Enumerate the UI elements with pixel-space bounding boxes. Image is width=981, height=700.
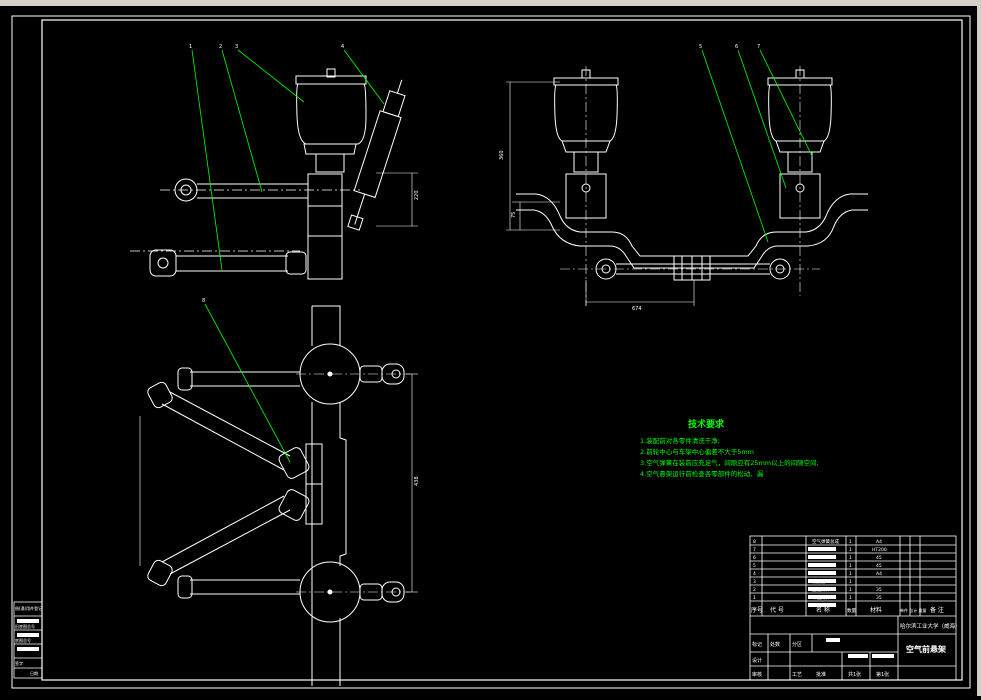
lbl-zone: 分区	[792, 641, 802, 648]
lower-rod-eye	[149, 249, 177, 277]
part-label-8: 8	[202, 298, 205, 304]
part-label-7: 7	[757, 44, 760, 50]
lbl-process: 工艺	[792, 672, 802, 678]
row-name-8: 空气弹簧总成	[812, 538, 839, 545]
side-sign: 签字	[15, 660, 23, 666]
lbl-count: 处数	[770, 641, 780, 648]
top-leader-8	[204, 303, 291, 463]
front-leaders	[191, 49, 385, 271]
hdr-code: 代 号	[770, 606, 784, 614]
lbl-design: 设计	[752, 657, 762, 664]
bottom-labels: 标记 处数 分区 设计 审核 工艺 批准 共1张 第1张	[752, 641, 889, 678]
row-mat-1: 35	[876, 595, 882, 601]
hdr-weight: 单件 总计 重量	[900, 607, 927, 613]
row-mat-7: HT200	[872, 547, 887, 553]
row-qty-4: 1	[849, 571, 852, 577]
row-no-4: 4	[753, 571, 756, 577]
front-view	[130, 68, 418, 280]
side-date: 日期	[30, 670, 38, 676]
spring-piston	[315, 153, 345, 173]
part-label-3: 3	[235, 44, 238, 50]
hdr-qty: 数量	[847, 607, 856, 614]
hdr-remark: 备 注	[930, 606, 944, 614]
dim-75: 75	[511, 212, 517, 218]
side-view	[506, 66, 868, 306]
row-no-1: 1	[753, 595, 756, 601]
lbl-mark: 标记	[752, 641, 762, 648]
hdr-no: 序号	[751, 606, 763, 614]
row-no-2: 2	[753, 587, 756, 593]
row-mat-8: A4	[876, 539, 882, 545]
hdr-mat: 材料	[870, 606, 882, 614]
cad-canvas[interactable]: 220 1 2 3 4	[0, 6, 977, 696]
spring-lower-ring	[303, 143, 357, 155]
row-qty-3: 1	[849, 579, 852, 585]
side-block-fills	[17, 619, 39, 651]
window-scrollbar[interactable]	[977, 6, 981, 696]
row-no-6: 6	[753, 555, 756, 561]
lbl-sheets-total: 共1张	[848, 671, 861, 678]
lbl-check: 审核	[752, 671, 762, 678]
dim-438: 438	[414, 476, 420, 486]
parts-list-text: 8 空气弹簧总成 1 A4 7 1 HT200 6 1 45 5 1 45 4 …	[753, 538, 887, 601]
row-no-5: 5	[753, 563, 756, 569]
air-spring-bellows	[296, 83, 367, 145]
top-view	[139, 305, 418, 686]
hdr-name: 名 称	[816, 606, 830, 614]
row-name-2: 上推力杆	[812, 586, 830, 593]
bracket	[307, 173, 343, 280]
tech-requirements-title: 技术要求	[688, 418, 725, 430]
part-label-6: 6	[735, 44, 738, 50]
side-leaders	[701, 49, 813, 243]
lbl-approve: 批准	[816, 671, 826, 678]
row-qty-7: 1	[849, 547, 852, 553]
tech-note-4: 4.空气悬架运行前检查各零部件的松动、漏	[640, 469, 764, 478]
side-old: 旧底图总号	[15, 623, 35, 629]
tech-note-1: 1.装配前对各零件清洗干净;	[640, 436, 720, 445]
side-block-text: 借(通)用件登记 旧底图总号 底图总号 签字 日期	[15, 605, 42, 676]
drawing-svg: 220 1 2 3 4	[11, 15, 971, 689]
row-no-8: 8	[753, 539, 756, 545]
row-qty-8: 1	[849, 539, 852, 545]
frame-rail-lower	[516, 209, 868, 269]
part-label-1: 1	[189, 44, 192, 50]
dim-674: 674	[632, 306, 642, 312]
parts-header: 序号 代 号 名 称 数量 材料 单件 总计 重量 备 注	[751, 606, 944, 614]
row-mat-4: A4	[876, 571, 882, 577]
outer-frame	[11, 15, 971, 689]
row-qty-5: 1	[849, 563, 852, 569]
frame-rail-upper	[516, 193, 868, 257]
part-label-2: 2	[219, 44, 222, 50]
part-label-4: 4	[341, 44, 344, 50]
side-registration-block	[13, 601, 43, 679]
row-mat-2: 35	[876, 587, 882, 593]
side-reg: 借(通)用件登记	[15, 605, 42, 611]
shock-absorber	[347, 79, 406, 231]
inner-frame	[41, 19, 963, 681]
window-top-bar	[0, 0, 981, 6]
row-qty-6: 1	[849, 555, 852, 561]
row-mat-5: 45	[876, 563, 882, 569]
row-name-3: 减震器	[812, 578, 826, 585]
title-block	[749, 535, 957, 681]
part-label-5: 5	[699, 44, 702, 50]
tech-note-2: 2.前轮中心与车架中心偏差不大于5mm	[640, 447, 754, 456]
tech-note-3: 3.空气弹簧在装前应充足气，间隙应有25mm以上的间隙空间;	[640, 458, 819, 467]
spring-bolt	[326, 68, 336, 78]
side-base: 底图总号	[15, 637, 31, 643]
row-name-1: 下推力杆	[812, 594, 830, 601]
title-block-fills	[808, 547, 894, 658]
row-no-3: 3	[753, 579, 756, 585]
row-qty-1: 1	[849, 595, 852, 601]
row-qty-2: 1	[849, 587, 852, 593]
university-name: 哈尔滨工业大学（威海）	[900, 622, 961, 630]
dim-220: 220	[414, 190, 420, 200]
lbl-sheet-no: 第1张	[876, 671, 889, 678]
row-no-7: 7	[753, 547, 756, 553]
drawing-name: 空气前悬架	[906, 644, 946, 654]
dim-360: 360	[499, 150, 505, 160]
row-mat-6: 45	[876, 555, 882, 561]
